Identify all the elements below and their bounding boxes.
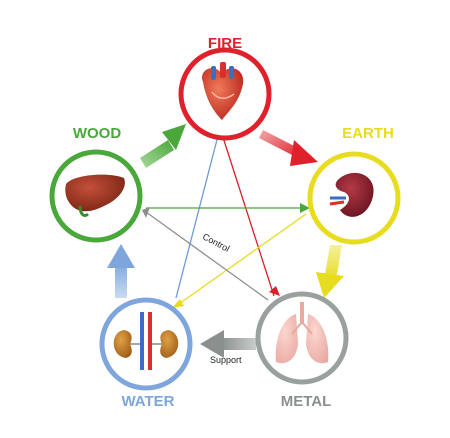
support-arrow-wood-fire	[140, 124, 186, 168]
element-fire: FIRE	[178, 35, 272, 141]
metal-label: METAL	[281, 393, 332, 410]
support-arrow-water-wood	[107, 244, 135, 298]
support-arrow-fire-earth	[259, 130, 318, 166]
earth-label: EARTH	[342, 125, 394, 142]
kidneys-icon	[113, 312, 179, 370]
control-line-earth-water	[175, 213, 307, 307]
spleen-icon	[329, 172, 374, 217]
liver-icon	[65, 174, 125, 218]
control-line-water-fire	[175, 127, 221, 299]
control-lines	[142, 127, 310, 308]
element-wood: WOOD	[49, 125, 143, 243]
water-label: WATER	[121, 393, 174, 410]
control-line-fire-metal	[219, 127, 275, 297]
element-metal: METAL	[255, 291, 349, 410]
element-water: WATER	[99, 297, 193, 410]
control-line-metal-wood	[145, 211, 269, 301]
lungs-icon	[275, 302, 329, 364]
heart-icon	[202, 62, 244, 120]
support-arrow-metal-water	[200, 330, 256, 358]
wood-label: WOOD	[73, 125, 121, 142]
fire-label: FIRE	[208, 35, 242, 52]
support-arrow-earth-metal	[316, 245, 344, 298]
element-earth: EARTH	[307, 125, 401, 245]
support-label: Support	[210, 355, 242, 365]
control-label: Control	[201, 231, 231, 253]
